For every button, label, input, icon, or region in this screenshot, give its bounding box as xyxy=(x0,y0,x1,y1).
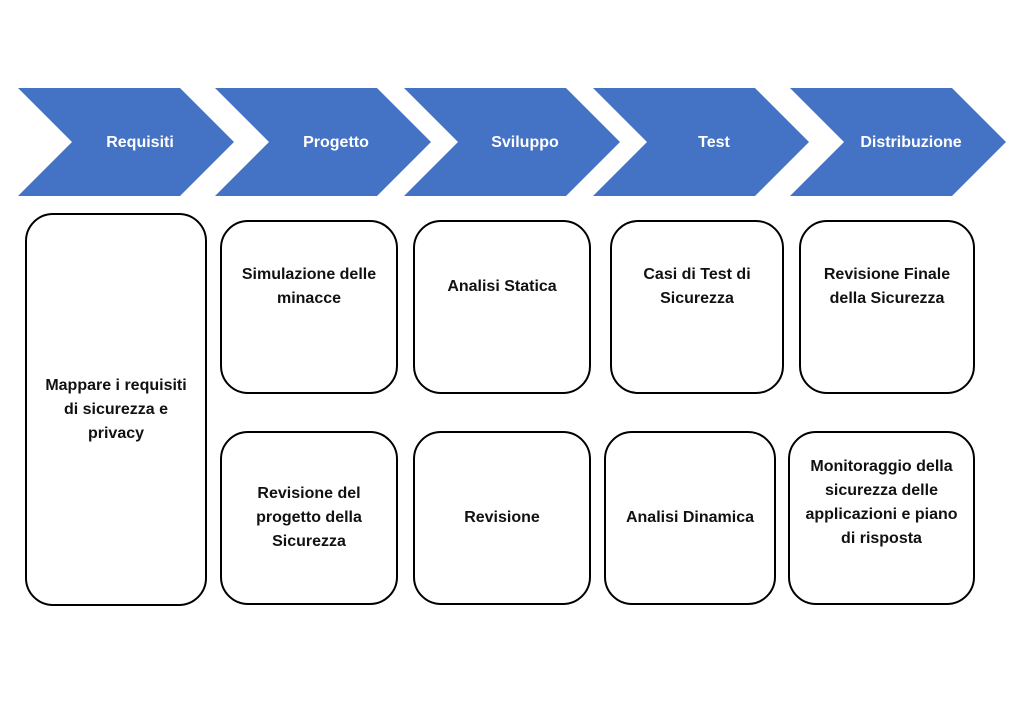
activity-text: Monitoraggio della sicurezza delle appli… xyxy=(805,458,958,547)
chevron-distribuzione xyxy=(790,88,1006,196)
activity-box-sviluppo-top: Analisi Statica xyxy=(413,220,591,394)
phase-label-distribuzione: Distribuzione xyxy=(860,134,962,151)
activity-box-progetto-top: Simulazione delle minacce xyxy=(220,220,398,394)
activity-text: Revisione Finale della Sicurezza xyxy=(823,266,951,307)
activity-box-progetto-bottom: Revisione del progetto della Sicurezza xyxy=(220,431,398,605)
activity-text: Revisione xyxy=(464,509,540,526)
activity-box-distribuzione-bottom: Monitoraggio della sicurezza delle appli… xyxy=(788,431,975,605)
phase-label-sviluppo: Sviluppo xyxy=(491,134,559,151)
activity-text: Casi di Test di Sicurezza xyxy=(643,266,751,307)
chevron-sviluppo xyxy=(404,88,620,196)
activity-text: Mappare i requisiti di sicurezza e priva… xyxy=(45,376,187,442)
phase-label-test: Test xyxy=(698,134,730,151)
chevron-requisiti xyxy=(18,88,234,196)
activity-text: Analisi Statica xyxy=(447,278,557,295)
activity-text: Analisi Dinamica xyxy=(625,509,755,526)
chevron-progetto xyxy=(215,88,431,196)
activity-text: Simulazione delle minacce xyxy=(241,266,377,307)
activity-box-distribuzione-top: Revisione Finale della Sicurezza xyxy=(799,220,975,394)
activity-box-test-bottom: Analisi Dinamica xyxy=(604,431,776,605)
activity-box-requisiti: Mappare i requisiti di sicurezza e priva… xyxy=(25,213,207,606)
activity-box-test-top: Casi di Test di Sicurezza xyxy=(610,220,784,394)
activity-text: Revisione del progetto della Sicurezza xyxy=(256,485,362,550)
phase-label-progetto: Progetto xyxy=(303,134,369,151)
chevron-test xyxy=(593,88,809,196)
activity-box-sviluppo-bottom: Revisione xyxy=(413,431,591,605)
phase-label-requisiti: Requisiti xyxy=(106,134,174,151)
